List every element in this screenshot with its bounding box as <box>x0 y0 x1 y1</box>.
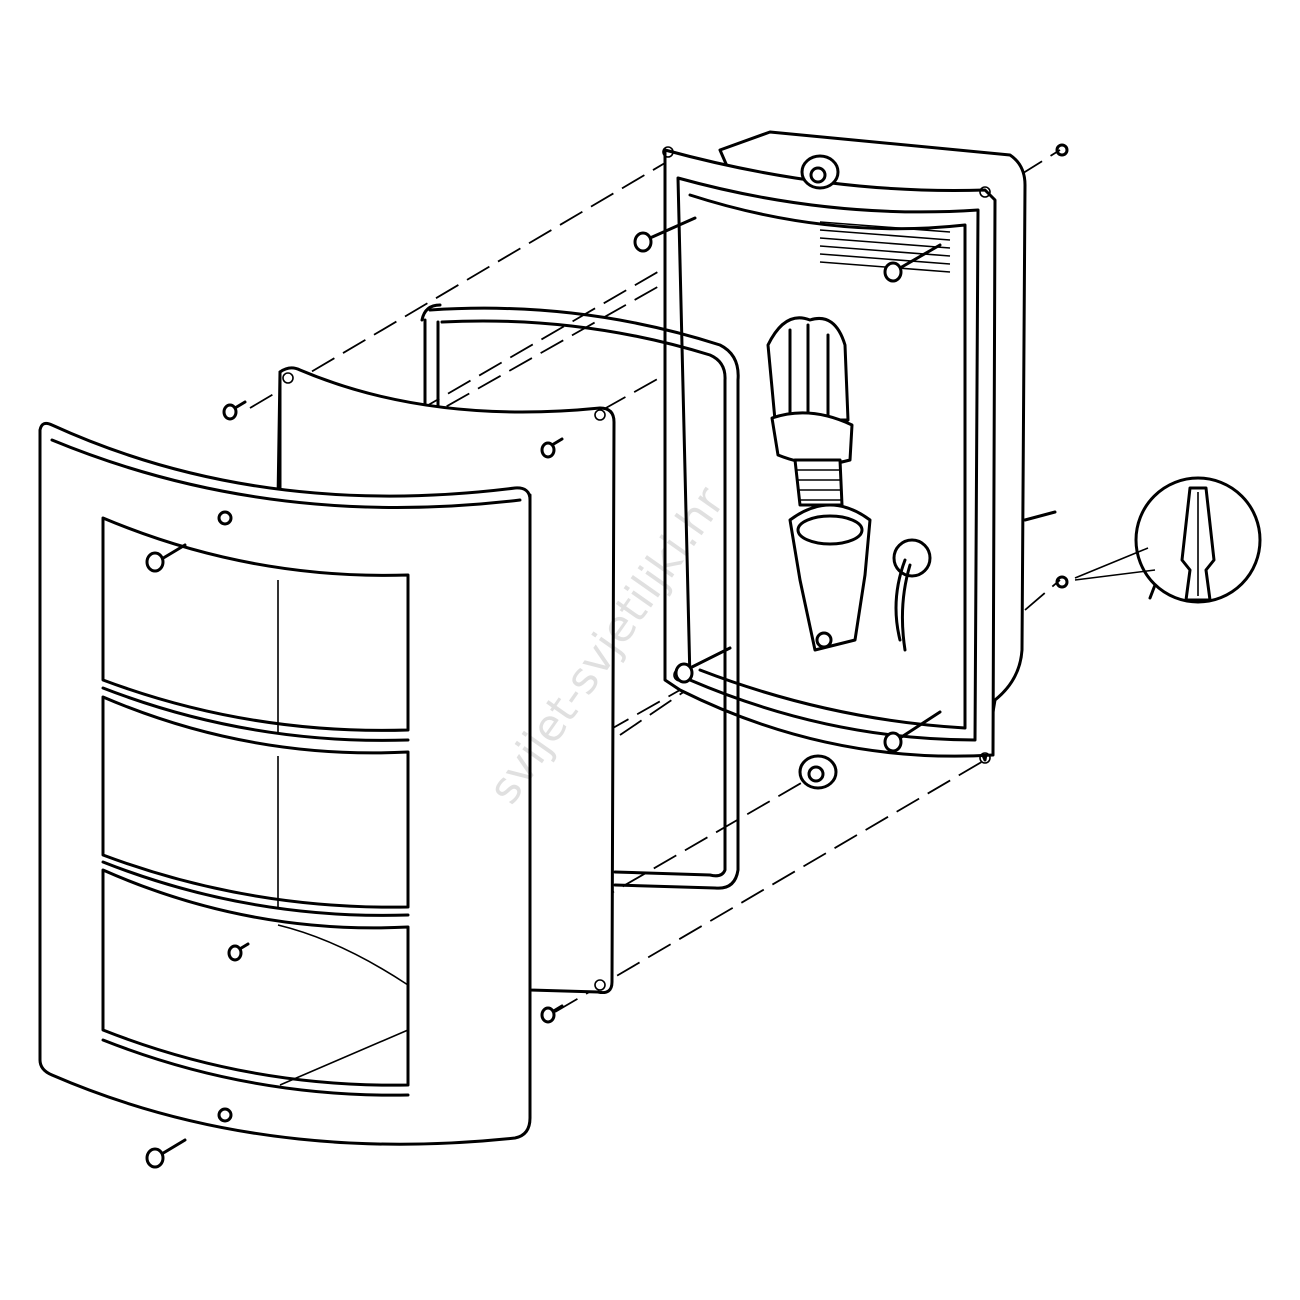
mounting-lug-top <box>800 154 840 190</box>
front-cover-frame <box>38 421 532 1146</box>
screw-front-top <box>145 543 187 573</box>
housing-base <box>662 130 1057 790</box>
mounting-lug-bottom <box>798 754 838 790</box>
wall-screw-bottom-left <box>674 646 732 684</box>
screw-glass-bottom <box>540 1004 564 1024</box>
screw-glass-mid <box>227 942 250 962</box>
wall-hole-top <box>1055 143 1069 157</box>
window-top <box>101 516 410 732</box>
screws <box>145 143 1069 1169</box>
screw-front-bottom <box>145 1138 187 1169</box>
cfl-bulb <box>766 316 854 507</box>
window-middle <box>101 695 410 909</box>
wall-screw-bottom-right <box>883 710 942 753</box>
wall-screw-top-left <box>633 216 697 253</box>
wall-hole-bottom <box>1055 575 1069 589</box>
wall-screw-top-right <box>883 243 942 283</box>
lamp-holder <box>788 503 932 652</box>
gasket <box>420 303 740 890</box>
wall-plug-detail <box>1074 476 1262 604</box>
window-bottom <box>101 868 410 1087</box>
vent-slots <box>819 221 951 273</box>
screw-glass-top-right <box>540 437 564 459</box>
screw-glass-top-left <box>222 400 247 421</box>
